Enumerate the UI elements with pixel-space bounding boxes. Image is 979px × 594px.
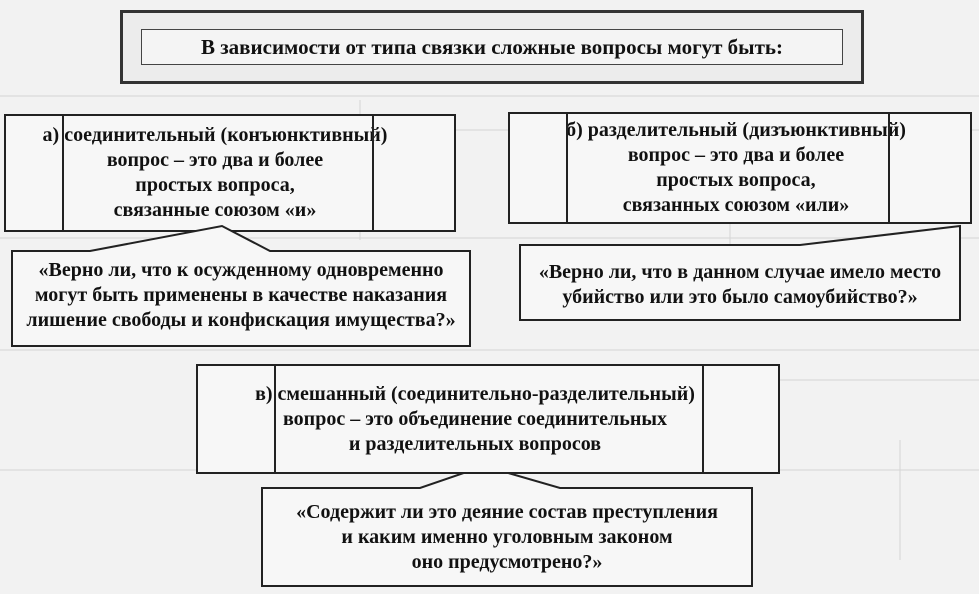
diagram-title: В зависимости от типа связки сложные воп… xyxy=(200,34,783,59)
disjunctive-example-line-1: «Верно ли, что в данном случае имело мес… xyxy=(538,261,942,283)
conjunctive-line-3: простых вопроса, xyxy=(135,174,295,196)
conjunctive-example-line-3: лишение свободы и конфискация имущества?… xyxy=(26,309,456,331)
disjunctive-example-shape xyxy=(519,224,961,321)
mixed-example-shape xyxy=(261,464,753,587)
mixed-line-3: и разделительных вопросов xyxy=(348,432,602,455)
disjunctive-example: «Верно ли, что в данном случае имело мес… xyxy=(520,260,960,310)
mixed-box: в) смешанный (соединительно-разделительн… xyxy=(196,364,780,474)
disjunctive-line-2: вопрос – это два и более xyxy=(627,144,845,166)
disjunctive-line-1: б) разделительный (дизъюнктивный) xyxy=(566,119,906,141)
disjunctive-line-3: простых вопроса, xyxy=(656,169,816,191)
conjunctive-line-1: а) соединительный (конъюнктивный) xyxy=(42,124,388,146)
mixed-example-line-2: и каким именно уголовным законом xyxy=(341,526,673,548)
mixed-example-line-1: «Содержит ли это деяние состав преступле… xyxy=(296,501,718,523)
mixed-example-line-3: оно предусмотрено?» xyxy=(411,551,603,573)
disjunctive-box: б) разделительный (дизъюнктивный) вопрос… xyxy=(508,112,972,224)
conjunctive-example: «Верно ли, что к осужденному одновременн… xyxy=(12,258,470,333)
conjunctive-example-line-1: «Верно ли, что к осужденному одновременн… xyxy=(38,259,444,281)
mixed-example: «Содержит ли это деяние состав преступле… xyxy=(262,500,752,575)
title-box: В зависимости от типа связки сложные воп… xyxy=(120,10,864,84)
disjunctive-example-line-2: убийство или это было самоубийство?» xyxy=(562,286,918,308)
mixed-line-1: в) смешанный (соединительно-разделительн… xyxy=(255,382,695,405)
disjunctive-line-4: связанных союзом «или» xyxy=(622,194,850,216)
conjunctive-line-2: вопрос – это два и более xyxy=(106,149,324,171)
conjunctive-line-4: связанные союзом «и» xyxy=(113,199,317,221)
mixed-line-2: вопрос – это объединение соединительных xyxy=(283,407,667,430)
conjunctive-example-line-2: могут быть применены в качестве наказани… xyxy=(34,284,448,306)
conjunctive-example-shape xyxy=(11,224,471,347)
